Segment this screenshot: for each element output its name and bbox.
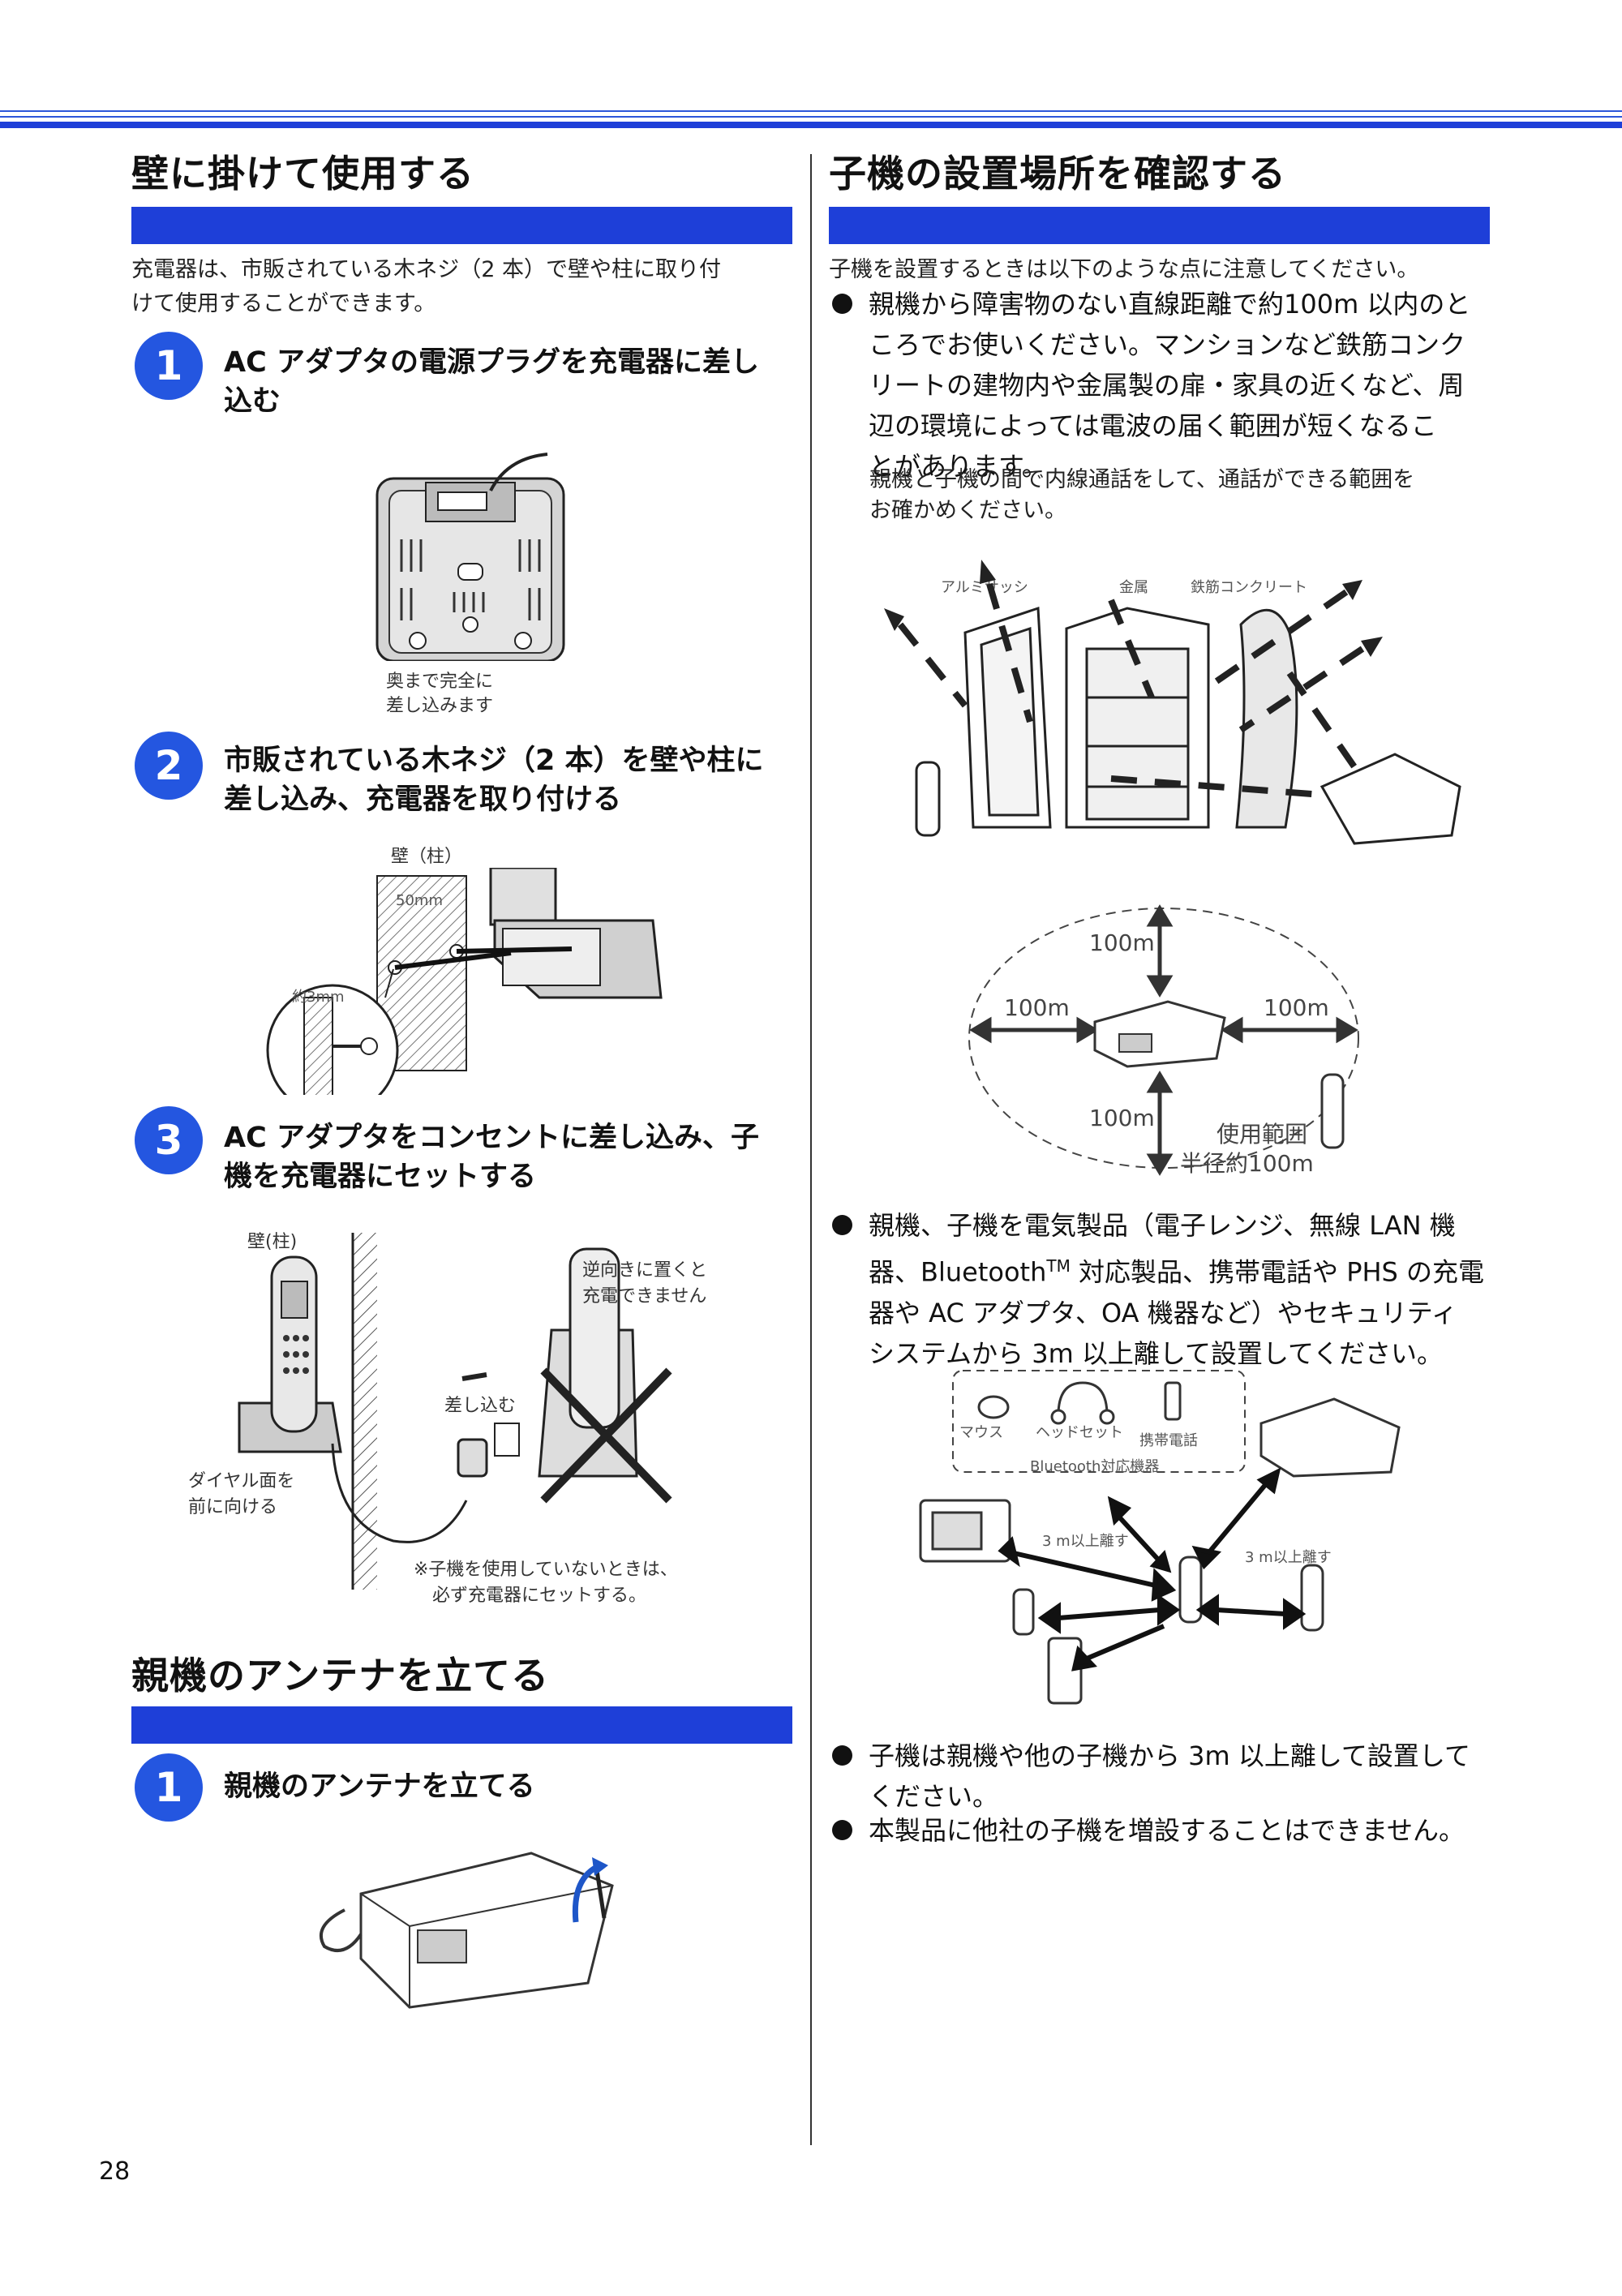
label-mobile: 携帯電話 (1139, 1432, 1198, 1449)
label-dial-1: ダイヤル面を (188, 1471, 295, 1491)
bullet-line: 器、BluetoothTM 対応製品、携帯電話や PHS の充電 (869, 1246, 1484, 1293)
bullet-line: 親機から障害物のない直線距離で約100m 以内のと (869, 289, 1471, 320)
header-rule-thin-2 (0, 116, 1622, 118)
section-title-wall-mount: 壁に掛けて使用する (131, 152, 474, 195)
step-title-line-2: 差し込み、充電器を取り付ける (224, 783, 622, 816)
label-mouse: マウス (959, 1424, 1003, 1441)
bullet-electrical: 親機、子機を電気製品（電子レンジ、無線 LAN 機 器、BluetoothTM … (832, 1205, 1497, 1369)
bullet-range: 親機から障害物のない直線距離で約100m 以内のと ころでお使いください。マンシ… (832, 284, 1497, 495)
label-50mm: 50mm (396, 892, 443, 909)
label-reverse-2: 充電できません (582, 1286, 707, 1307)
bullet-line: システムから 3m 以上離して設置してください。 (869, 1337, 1444, 1369)
step-title-line-1: AC アダプタをコンセントに差し込み、子 (224, 1122, 759, 1154)
charger-plug-illustration (375, 453, 565, 661)
label-bluetooth-devices: Bluetooth対応機器 (1030, 1458, 1160, 1475)
range-label-1: 使用範囲 (1216, 1121, 1308, 1148)
step-title-antenna: 親機のアンテナを立てる (224, 1770, 535, 1803)
wall-screw-illustration (266, 868, 663, 1095)
distance-left: 100m (1004, 994, 1070, 1021)
step-number: 2 (154, 742, 183, 789)
label-aluminum-sash: アルミサッシ (941, 579, 1028, 596)
bullet-text: 子機は親機や他の子機から 3m 以上離して設置して ください。 (869, 1736, 1470, 1817)
label-wall-pillar-2: 壁(柱) (247, 1232, 298, 1252)
bullet-line: 親機、子機を電気製品（電子レンジ、無線 LAN 機 (869, 1210, 1456, 1241)
bullet-text: 親機、子機を電気製品（電子レンジ、無線 LAN 機 器、BluetoothTM … (869, 1205, 1484, 1374)
page-number: 28 (99, 2157, 131, 2186)
devices-illustration (919, 1370, 1401, 1705)
intro-line-1: 充電器は、市販されている木ネジ（2 本）で壁や柱に取り付 (131, 257, 721, 282)
label-3m-right: 3 m以上離す (1245, 1549, 1332, 1566)
distance-bottom: 100m (1089, 1105, 1155, 1131)
bullet-dot (832, 294, 852, 314)
bullet-line: 子機は親機や他の子機から 3m 以上離して設置して (869, 1740, 1470, 1771)
base-unit-antenna-illustration (320, 1852, 614, 2009)
step-number: 3 (154, 1117, 183, 1164)
handset-charger-illustration (238, 1233, 672, 1590)
bullet-text: 親機から障害物のない直線距離で約100m 以内のと ころでお使いください。マンシ… (869, 284, 1470, 487)
distance-top: 100m (1089, 929, 1155, 956)
trademark: TM (1046, 1256, 1071, 1276)
bullet-line: 器や AC アダプタ、OA 機器など）やセキュリティ (869, 1297, 1457, 1328)
bullet-dot (832, 1820, 852, 1840)
bullet-line: とがあります。 (869, 451, 1048, 482)
distance-right: 100m (1264, 994, 1329, 1021)
caption-insert-fully-2: 差し込みます (386, 696, 494, 716)
bullet-dot (832, 1215, 852, 1235)
caption-insert-fully-1: 奥まで完全に (386, 672, 494, 692)
range-illustration (968, 904, 1359, 1176)
bullet-line: ください。 (869, 1781, 999, 1812)
intro-line: 子機を設置するときは以下のような点に注意してください。 (829, 257, 1419, 282)
note-line-2: 必ず充電器にセットする。 (432, 1586, 647, 1606)
note-line-2: お確かめください。 (869, 498, 1066, 523)
intro-line-2: けて使用することができます。 (131, 291, 436, 316)
label-headset: ヘッドセット (1036, 1424, 1123, 1441)
label-concrete: 鉄筋コンクリート (1191, 579, 1307, 596)
section-bar-wall-mount (131, 207, 792, 244)
bullet-line: 辺の環境によっては電波の届く範囲が短くなるこ (869, 410, 1437, 441)
section-title-handset-location: 子機の設置場所を確認する (829, 152, 1286, 195)
bullet-handset-separation: 子機は親機や他の子機から 3m 以上離して設置して ください。 (832, 1736, 1497, 1817)
bt-text: 器、Bluetooth (869, 1256, 1047, 1288)
label-3mm: 約3mm (292, 989, 345, 1006)
step-title-line-1: 市販されている木ネジ（2 本）を壁や柱に (224, 745, 764, 777)
section-title-antenna: 親機のアンテナを立てる (131, 1654, 550, 1697)
step-number-badge: 3 (135, 1106, 203, 1174)
obstacles-illustration (884, 560, 1461, 845)
label-insert: 差し込む (444, 1396, 517, 1416)
bullet-no-other-handsets: 本製品に他社の子機を増設することはできません。 (832, 1810, 1497, 1851)
label-metal: 金属 (1119, 579, 1148, 596)
bullet-line: ころでお使いください。マンションなど鉄筋コンク (869, 329, 1466, 360)
step-number: 1 (154, 1764, 183, 1811)
bt-text-after: 対応製品、携帯電話や PHS の充電 (1070, 1256, 1485, 1288)
section-bar-handset-location (829, 207, 1490, 244)
label-dial-2: 前に向ける (188, 1497, 278, 1517)
label-wall-pillar: 壁（柱） (391, 847, 463, 867)
step-title-line-2: 込む (224, 385, 281, 418)
step-number-badge: 1 (135, 332, 203, 400)
note-line-1: ※子機を使用していないときは、 (414, 1560, 678, 1580)
bullet-line: リートの建物内や金属製の扉・家具の近くなど、周 (869, 370, 1465, 401)
step-title-line-1: AC アダプタの電源プラグを充電器に差し (224, 346, 759, 379)
section-bar-antenna (131, 1706, 792, 1744)
header-rule-thick (0, 122, 1622, 128)
step-number-badge: 1 (135, 1753, 203, 1822)
bullet-dot (832, 1745, 852, 1766)
column-divider (810, 154, 812, 2145)
range-label-2: 半径約100m (1180, 1150, 1314, 1177)
bullet-text: 本製品に他社の子機を増設することはできません。 (869, 1815, 1465, 1846)
step-title-line-2: 機を充電器にセットする (224, 1161, 537, 1193)
note-line-1: 親機と子機の間で内線通話をして、通話ができる範囲を (869, 467, 1415, 492)
label-3m-left: 3 m以上離す (1042, 1533, 1129, 1550)
label-reverse-1: 逆向きに置くと (582, 1260, 708, 1281)
step-number: 1 (154, 342, 183, 389)
header-rule-thin (0, 110, 1622, 112)
step-number-badge: 2 (135, 732, 203, 800)
